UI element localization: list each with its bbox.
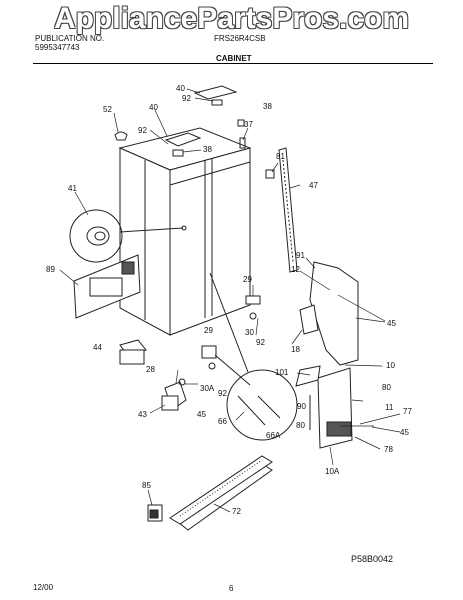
callout-label: 38 bbox=[203, 145, 212, 154]
model-number: FRS26R4CSB bbox=[214, 34, 266, 43]
detail-circle-66 bbox=[226, 369, 298, 441]
callout-label: 89 bbox=[46, 265, 55, 274]
callout-label: 44 bbox=[93, 343, 102, 352]
callout-label: 77 bbox=[403, 407, 412, 416]
vertical-rail bbox=[265, 147, 298, 273]
callout-label: 43 bbox=[138, 410, 147, 419]
callout-label: 45 bbox=[400, 428, 409, 437]
callout-label: 66A bbox=[266, 431, 281, 440]
callout-label: 92 bbox=[218, 389, 227, 398]
callout-label: 72 bbox=[232, 507, 241, 516]
publication-label: PUBLICATION NO. bbox=[35, 34, 105, 43]
callout-label: 45 bbox=[387, 319, 396, 328]
callout-label: 92 bbox=[182, 94, 191, 103]
right-bracket-assembly bbox=[295, 261, 359, 449]
callout-label: 40 bbox=[149, 103, 158, 112]
callout-label: 91 bbox=[296, 251, 305, 260]
callout-label: 101 bbox=[275, 368, 289, 377]
callout-label: 92 bbox=[256, 338, 265, 347]
callout-label: 10A bbox=[325, 467, 340, 476]
callout-label: 85 bbox=[142, 481, 151, 490]
lower-left-parts bbox=[119, 272, 261, 411]
section-title: CABINET bbox=[216, 54, 252, 63]
watermark-logo: AppliancePartsPros.com bbox=[53, 2, 410, 35]
callout-label: 28 bbox=[146, 365, 155, 374]
base-grille bbox=[147, 455, 273, 531]
callout-label: 80 bbox=[296, 421, 305, 430]
detail-circle-41 bbox=[69, 209, 184, 263]
footer-page-number: 6 bbox=[229, 584, 234, 593]
callout-label: 45 bbox=[197, 410, 206, 419]
callout-label: 18 bbox=[291, 345, 300, 354]
callout-label: 90 bbox=[297, 402, 306, 411]
callout-label: 66 bbox=[218, 417, 227, 426]
callout-label: 41 bbox=[68, 184, 77, 193]
callout-label: 29 bbox=[204, 326, 213, 335]
callout-label: 12 bbox=[291, 265, 300, 274]
callout-label: 10 bbox=[386, 361, 395, 370]
callout-label: 78 bbox=[384, 445, 393, 454]
control-panel-89 bbox=[73, 254, 141, 319]
callout-leaders bbox=[59, 88, 401, 513]
header-rule bbox=[33, 63, 433, 64]
callout-label: 29 bbox=[243, 275, 252, 284]
callout-label: 92 bbox=[138, 126, 147, 135]
cabinet-shell bbox=[118, 127, 252, 336]
footer-date: 12/00 bbox=[33, 583, 54, 592]
top-hinge-parts bbox=[114, 85, 246, 157]
callout-label: 37 bbox=[244, 120, 253, 129]
callout-label: 81 bbox=[276, 152, 285, 161]
callout-label: 30 bbox=[245, 328, 254, 337]
callout-label: 40 bbox=[176, 84, 185, 93]
callout-label: 30A bbox=[200, 384, 215, 393]
callout-label: 38 bbox=[263, 102, 272, 111]
callout-label: 80 bbox=[382, 383, 391, 392]
callout-label: 47 bbox=[309, 181, 318, 190]
diagram-code: P58B0042 bbox=[351, 554, 394, 564]
callout-label: 52 bbox=[103, 105, 112, 114]
publication-number: 5995347743 bbox=[35, 43, 80, 52]
callout-label: 11 bbox=[385, 403, 394, 412]
